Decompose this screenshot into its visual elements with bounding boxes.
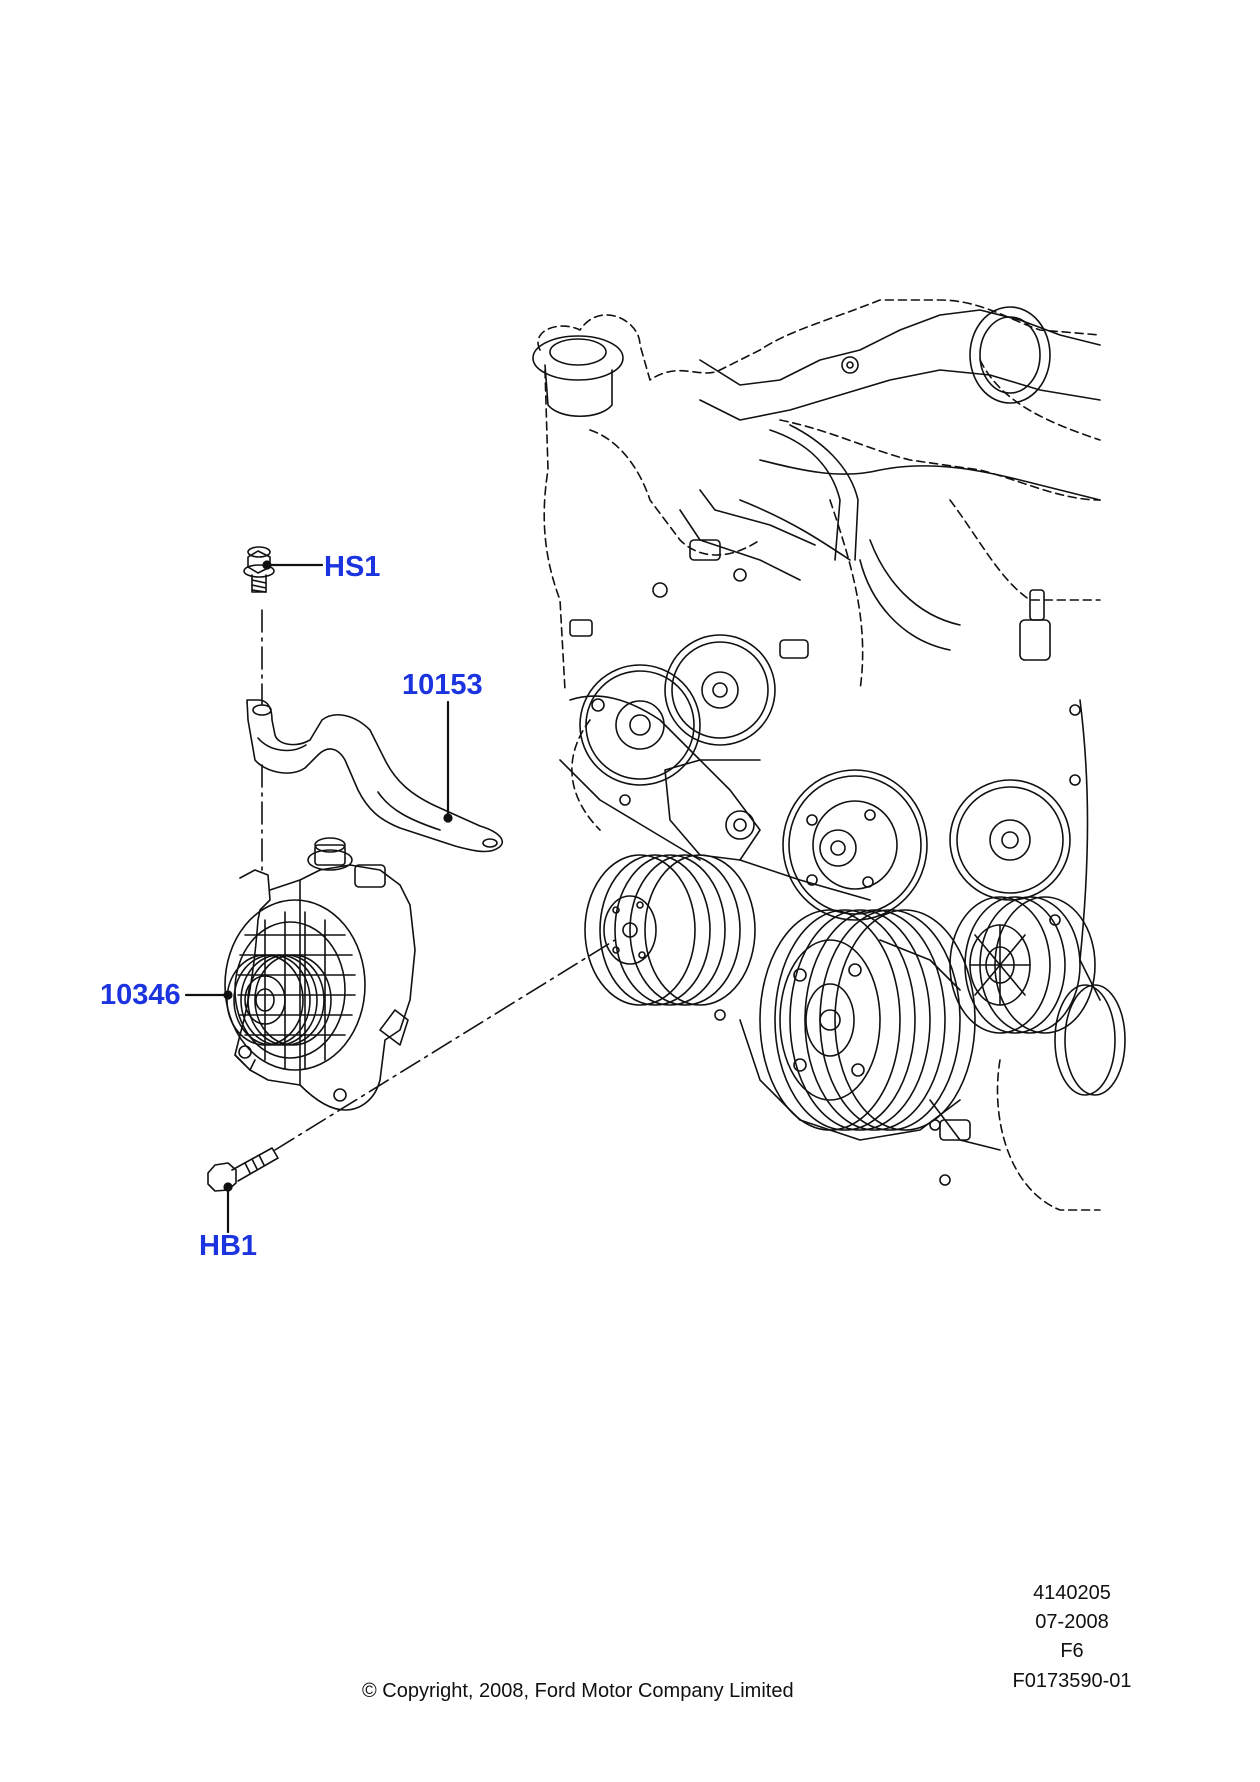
bolt-hs1 [243, 546, 275, 593]
section-code: F6 [1060, 1640, 1084, 1662]
water-pump-pulley [782, 769, 928, 921]
bracket-10153 [246, 699, 504, 853]
figure-id: F0173590-01 [1012, 1670, 1132, 1692]
bolt-hb1 [207, 1147, 279, 1192]
copyright-notice: © Copyright, 2008, Ford Motor Company Li… [362, 1680, 794, 1702]
publication-date: 07-2008 [1035, 1611, 1109, 1633]
callout-hs1: HS1 [324, 551, 381, 583]
alternator-pulley [226, 954, 332, 1046]
idler-pulley-upper [579, 664, 701, 786]
callout-hb1: HB1 [199, 1230, 258, 1262]
idler-pulley-right [949, 779, 1071, 901]
callout-10153: 10153 [402, 669, 483, 701]
alternator-10346 [224, 837, 416, 1111]
fan-pulley [949, 896, 1096, 1034]
engine-assembly [532, 299, 1126, 1211]
ac-compressor-clutch [584, 854, 756, 1006]
crankshaft-pulley [759, 909, 976, 1131]
callout-10346: 10346 [100, 979, 181, 1011]
leader-lines [184, 560, 453, 1234]
assembly-lines [261, 609, 616, 1151]
idler-pulley-mid [664, 634, 776, 746]
ref-number: 4140205 [1033, 1582, 1111, 1604]
